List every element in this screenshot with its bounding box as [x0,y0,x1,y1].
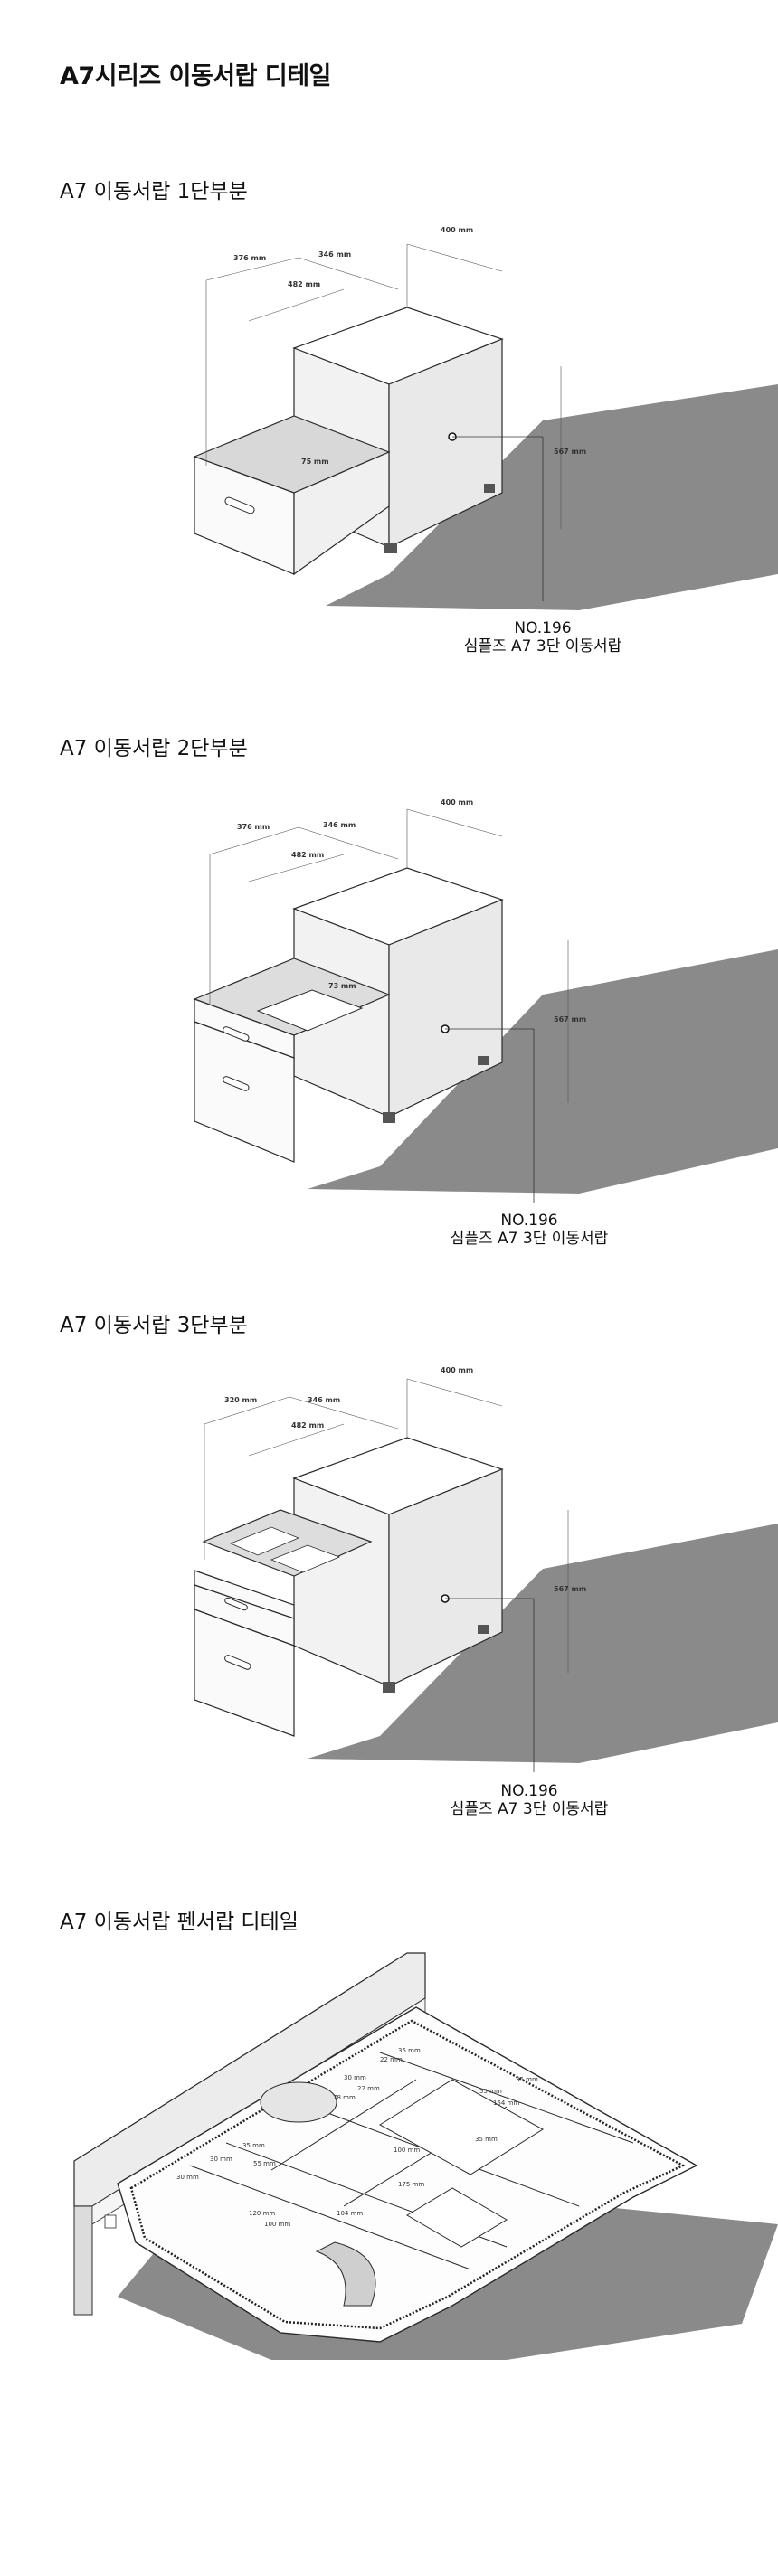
dim-inner-width: 482 mm [288,280,320,288]
caption-1: NO.196 심플즈 A7 3단 이동서랍 [452,619,633,656]
pen-tray [117,2006,698,2343]
caption-3-model: NO.196 [500,1782,558,1800]
figure-pen-drawer: 35 mm 22 mm 30 mm 22 mm 78 mm 35 mm 55 m… [0,1944,778,2378]
dim-width: 400 mm [441,226,473,234]
pen-dim-6: 35 mm [516,2076,538,2083]
caption-2-name: 심플즈 A7 3단 이동서랍 [450,1230,609,1248]
pen-dim-15: 30 mm [176,2174,199,2181]
floor-shadow [308,1524,778,1763]
pen-dim-4: 22 mm [357,2085,380,2092]
dim-inner-width: 482 mm [291,851,324,859]
section-title-2: A7 이동서랍 2단부분 [60,737,248,760]
drawer-3-illustration: 320 mm 346 mm 482 mm 400 mm 567 mm [194,1366,778,1772]
pen-dim-7: 55 mm [479,2088,502,2095]
pen-dim-2: 22 mm [380,2056,403,2063]
caption-2: NO.196 심플즈 A7 3단 이동서랍 [439,1212,620,1248]
pen-dim-12: 30 mm [210,2156,232,2163]
floor-shadow [326,384,778,610]
pen-dim-1: 35 mm [398,2047,421,2054]
caption-3: NO.196 심플즈 A7 3단 이동서랍 [439,1782,620,1818]
drawer-1-illustration: 376 mm 346 mm 482 mm 400 mm 567 mm 75 mm [193,226,778,610]
pen-dim-9: 35 mm [475,2136,498,2143]
figure-drawer-3: 320 mm 346 mm 482 mm 400 mm 567 mm NO.19… [0,1334,778,1822]
dim-height: 567 mm [554,1015,586,1024]
floor-shadow [308,949,778,1194]
caption-1-name: 심플즈 A7 3단 이동서랍 [463,637,622,656]
dim-width: 400 mm [441,798,473,807]
pen-dim-8: 154 mm [493,2099,519,2107]
dim-height: 567 mm [554,1585,586,1593]
dim-inner-height: 73 mm [328,982,356,990]
dim-inner-depth: 346 mm [318,250,351,259]
section-title-4: A7 이동서랍 펜서랍 디테일 [60,1911,299,1934]
section-title-3: A7 이동서랍 3단부분 [60,1314,248,1337]
figure-drawer-2: 376 mm 346 mm 482 mm 400 mm 567 mm 73 mm… [0,769,778,1257]
dim-height: 567 mm [554,448,586,456]
pen-dim-13: 35 mm [242,2142,265,2149]
dim-inner-height: 75 mm [301,458,329,466]
pen-dim-10: 100 mm [394,2147,420,2154]
dim-inner-width: 482 mm [291,1421,324,1430]
dim-front-depth: 376 mm [237,823,270,831]
pen-dim-11: 175 mm [398,2181,424,2188]
dim-inner-depth: 346 mm [323,821,356,829]
dim-inner-depth: 346 mm [308,1396,340,1404]
pen-dim-5: 78 mm [333,2094,356,2101]
pen-dim-17: 100 mm [264,2221,290,2228]
caption-3-name: 심플즈 A7 3단 이동서랍 [450,1800,609,1818]
caption-2-model: NO.196 [500,1212,558,1230]
dim-front-depth: 320 mm [224,1396,257,1404]
page-title: A7시리즈 이동서랍 디테일 [60,62,331,90]
pen-dim-3: 30 mm [344,2074,366,2081]
pen-dim-14: 55 mm [253,2160,276,2167]
pen-dim-18: 104 mm [337,2210,363,2217]
caption-1-model: NO.196 [514,619,572,637]
drawer-2-illustration: 376 mm 346 mm 482 mm 400 mm 567 mm 73 mm [193,798,778,1203]
section-title-1: A7 이동서랍 1단부분 [60,180,248,203]
pen-drawer-illustration: 35 mm 22 mm 30 mm 22 mm 78 mm 35 mm 55 m… [73,1952,778,2360]
dim-front-depth: 376 mm [233,254,266,262]
pen-dim-16: 120 mm [249,2210,275,2217]
dim-width: 400 mm [441,1366,473,1374]
figure-drawer-1: 376 mm 346 mm 482 mm 400 mm 567 mm 75 mm… [0,194,778,665]
